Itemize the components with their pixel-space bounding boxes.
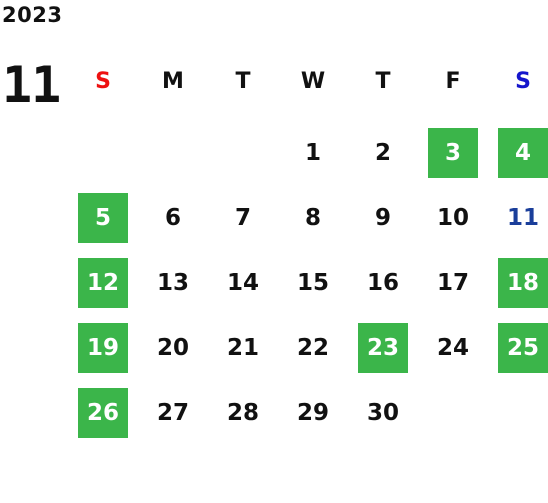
highlighted-day: 26 bbox=[78, 387, 128, 438]
calendar-day: 29 bbox=[296, 399, 329, 426]
calendar-day: 6 bbox=[164, 204, 181, 231]
calendar-day-cell: 5 bbox=[68, 185, 138, 250]
calendar-day: 13 bbox=[156, 269, 189, 296]
weekday-label: S bbox=[95, 69, 111, 94]
highlighted-day: 25 bbox=[498, 322, 548, 373]
calendar-day: 16 bbox=[366, 269, 399, 296]
highlighted-day: 18 bbox=[498, 257, 548, 308]
calendar-day-cell: 18 bbox=[488, 250, 548, 315]
calendar-day: 20 bbox=[156, 334, 189, 361]
weekday-label: F bbox=[445, 69, 461, 94]
calendar-day-cell: 6 bbox=[138, 185, 208, 250]
calendar-day-cell: 29 bbox=[278, 380, 348, 445]
calendar-day-cell: 25 bbox=[488, 315, 548, 380]
calendar-day-cell: 21 bbox=[208, 315, 278, 380]
weekday-label: T bbox=[375, 69, 391, 94]
calendar-day-cell: 20 bbox=[138, 315, 208, 380]
calendar-day-cell: 3 bbox=[418, 120, 488, 185]
calendar-day: 10 bbox=[436, 204, 469, 231]
weekday-label: M bbox=[162, 69, 184, 94]
calendar-day: 14 bbox=[226, 269, 259, 296]
calendar-day-cell: 28 bbox=[208, 380, 278, 445]
calendar-day-cell: 26 bbox=[68, 380, 138, 445]
calendar-day: 11 bbox=[506, 204, 539, 231]
calendar-day: 28 bbox=[226, 399, 259, 426]
month-number: 11 bbox=[2, 56, 61, 114]
calendar-day-cell: 12 bbox=[68, 250, 138, 315]
calendar-day-cell: 14 bbox=[208, 250, 278, 315]
calendar-day-cell: 10 bbox=[418, 185, 488, 250]
calendar-day-cell: 19 bbox=[68, 315, 138, 380]
calendar-day: 24 bbox=[436, 334, 469, 361]
calendar-day-cell: 16 bbox=[348, 250, 418, 315]
calendar-day: 30 bbox=[366, 399, 399, 426]
calendar-day-cell: 1 bbox=[278, 120, 348, 185]
calendar-day-cell: 22 bbox=[278, 315, 348, 380]
calendar-day: 15 bbox=[296, 269, 329, 296]
highlighted-day: 5 bbox=[78, 192, 128, 243]
calendar-day-cell: 30 bbox=[348, 380, 418, 445]
highlighted-day: 19 bbox=[78, 322, 128, 373]
calendar-day-cell: 27 bbox=[138, 380, 208, 445]
calendar-day-cell: 13 bbox=[138, 250, 208, 315]
highlighted-day: 4 bbox=[498, 127, 548, 178]
calendar-day: 22 bbox=[296, 334, 329, 361]
calendar-day-cell: 24 bbox=[418, 315, 488, 380]
highlighted-day: 12 bbox=[78, 257, 128, 308]
calendar-day: 8 bbox=[304, 204, 321, 231]
calendar-day: 9 bbox=[374, 204, 391, 231]
calendar-day-cell: 15 bbox=[278, 250, 348, 315]
weekday-label: W bbox=[300, 69, 326, 94]
calendar-day: 7 bbox=[234, 204, 251, 231]
calendar-day: 17 bbox=[436, 269, 469, 296]
calendar-day-cell: 11 bbox=[488, 185, 548, 250]
highlighted-day: 23 bbox=[358, 322, 408, 373]
weekday-label: S bbox=[515, 69, 531, 94]
calendar-day: 21 bbox=[226, 334, 259, 361]
calendar-day-cell: 4 bbox=[488, 120, 548, 185]
calendar-day: 1 bbox=[304, 139, 321, 166]
weekday-label: T bbox=[235, 69, 251, 94]
calendar-day: 2 bbox=[374, 139, 391, 166]
year-label: 2023 bbox=[2, 3, 63, 27]
calendar-day-cell: 2 bbox=[348, 120, 418, 185]
calendar-day: 27 bbox=[156, 399, 189, 426]
calendar-day-cell: 8 bbox=[278, 185, 348, 250]
highlighted-day: 3 bbox=[428, 127, 478, 178]
calendar-day-cell: 7 bbox=[208, 185, 278, 250]
calendar-day-cell: 17 bbox=[418, 250, 488, 315]
calendar-day-cell: 23 bbox=[348, 315, 418, 380]
calendar-day-cell: 9 bbox=[348, 185, 418, 250]
